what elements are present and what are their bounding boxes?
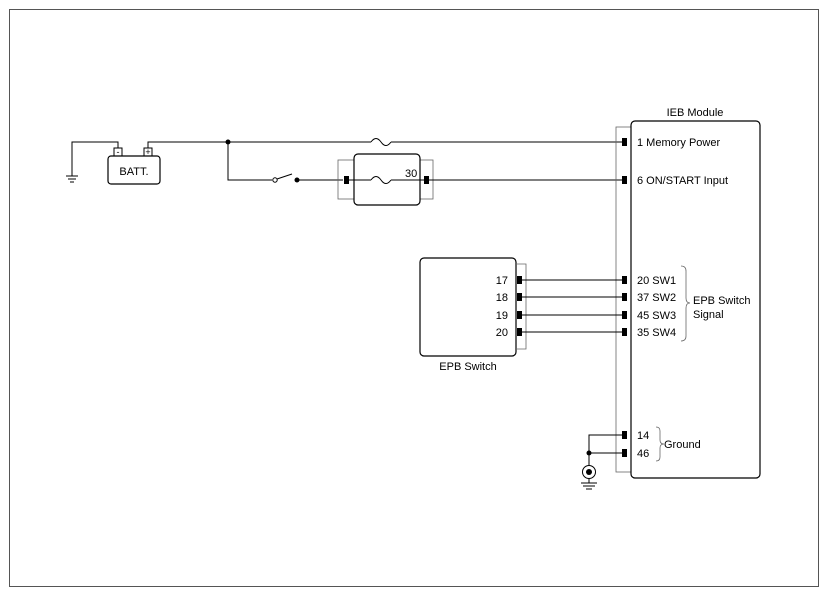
fuse-symbol: [370, 138, 392, 146]
epb-switch-title: EPB Switch: [439, 361, 496, 373]
ieb-module-title: IEB Module: [667, 107, 724, 119]
battery-pos-sign: +: [145, 147, 150, 157]
memory-power-wire: [228, 138, 622, 146]
epb-signal-group-line2: Signal: [693, 309, 724, 321]
ieb-pin-ground-46: 46: [637, 448, 649, 460]
ground-brace: [655, 426, 665, 462]
ignition-switch-wire: [227, 142, 343, 183]
ground-point-symbol: [582, 465, 596, 479]
epb-signal-group-line1: EPB Switch: [693, 295, 750, 307]
epb-pin-20: 20: [496, 327, 508, 339]
epb-pin-18: 18: [496, 292, 508, 304]
ieb-pin-ground-14: 14: [637, 430, 649, 442]
module-ground-wires: [581, 434, 622, 490]
ieb-pin-sw1: 20 SW1: [637, 275, 676, 287]
ground-group-label: Ground: [664, 439, 701, 451]
epb-signal-wires: [522, 279, 622, 333]
fuse-symbol: [370, 176, 392, 184]
epb-signal-brace: [680, 265, 691, 342]
epb-pin-19: 19: [496, 310, 508, 322]
ieb-module: IEB Module 1 Memory Power 6 ON/START Inp…: [615, 107, 761, 479]
battery: - + BATT.: [107, 147, 161, 185]
battery-ground-symbol: [66, 141, 119, 183]
battery-label: BATT.: [119, 166, 148, 178]
epb-pin-17: 17: [496, 275, 508, 287]
ieb-pin-sw4: 35 SW4: [637, 327, 676, 339]
battery-neg-sign: -: [117, 147, 120, 157]
epb-switch: 17 18 19 20 EPB Switch: [419, 257, 527, 373]
fuse-terminal-label: 30: [405, 168, 417, 180]
ieb-pin-on-start-input: 6 ON/START Input: [637, 175, 728, 187]
diagram-frame: [9, 9, 819, 587]
ieb-pin-sw2: 37 SW2: [637, 292, 676, 304]
ieb-pin-memory-power: 1 Memory Power: [637, 137, 720, 149]
fuse-relay-box: 30: [337, 153, 434, 206]
ieb-pin-sw3: 45 SW3: [637, 310, 676, 322]
